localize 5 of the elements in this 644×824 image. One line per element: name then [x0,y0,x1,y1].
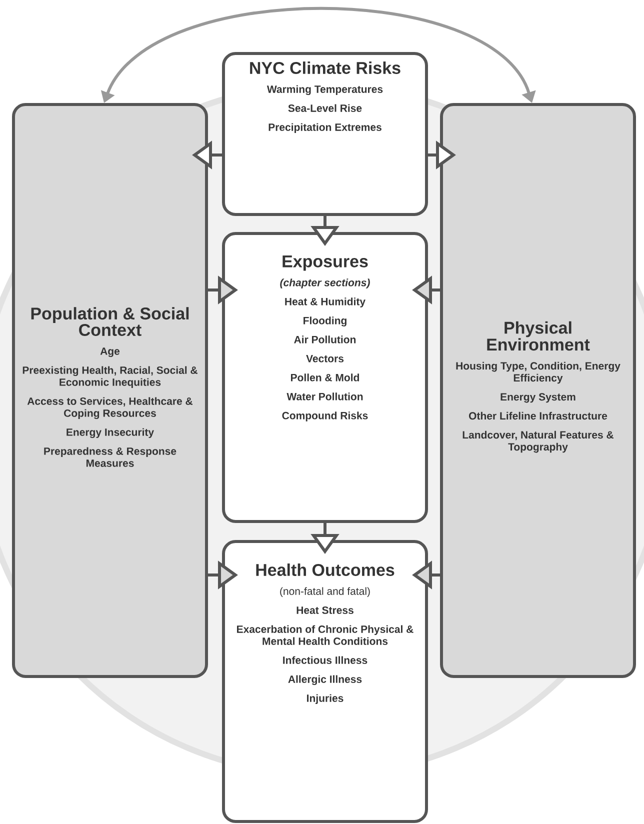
callout-box: NYC Climate Risks Warming Temperatures Sea-Level Rise Precipitation Extremes [222,52,428,216]
callout-box: Exposures (chapter sections) Heat & Humidity Flooding Air Pollution Vectors Pollen & Mold Water Pollution Compound Risks [222,232,428,523]
callout-box: Health Outcomes (non-fatal and fatal) Heat Stress Exacerbation of Chronic Physical & Mental Health Conditions Infectious Illness Allergic Illness Injuries [222,540,428,823]
rounded-panel: Physical Environment Housing Type, Condition, Energy Efficiency Energy System Other Lifeline Infrastructure Landcover, Natural Features & Topography [440,103,636,678]
rounded-panel: Population & Social Context Age Preexisting Health, Racial, Social & Economic Inequities Access to Services, Healthcare & Coping Resources Energy Insecurity Preparedness & Response Measures [12,103,208,678]
